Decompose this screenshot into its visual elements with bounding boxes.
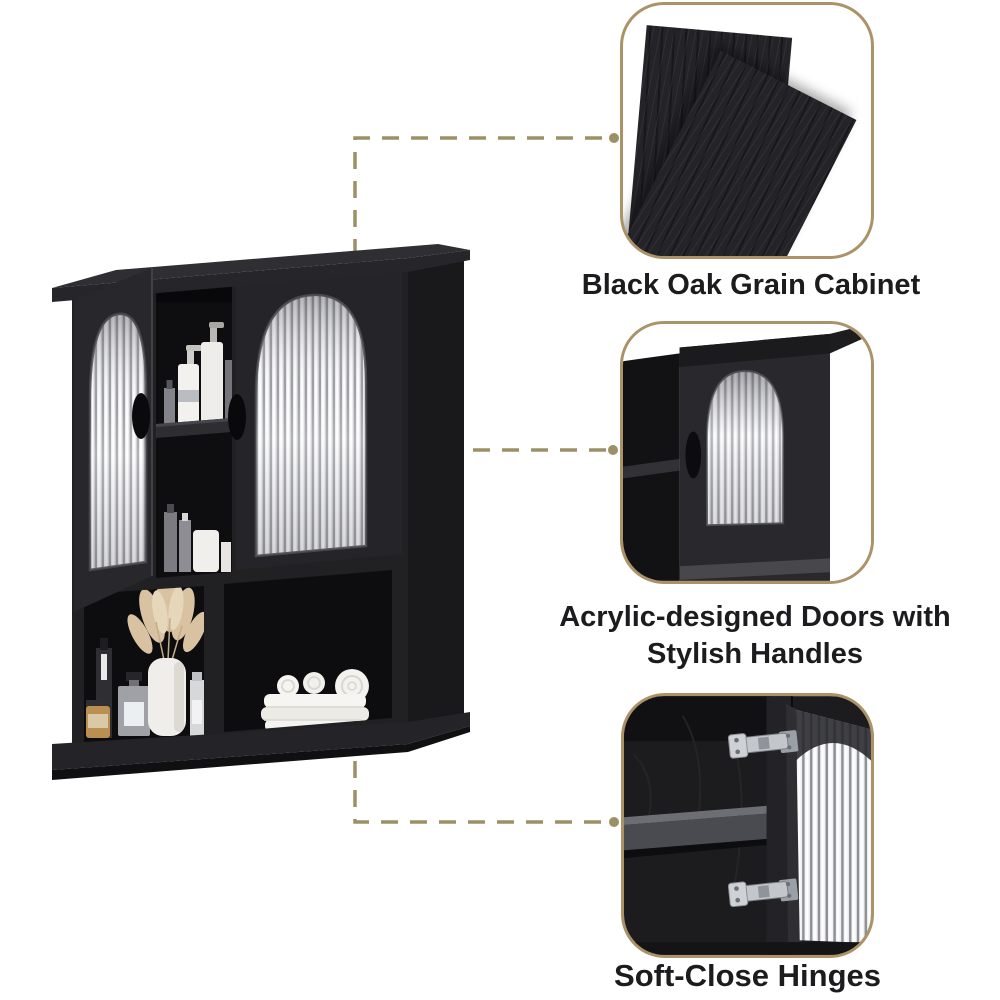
door-handle: [685, 431, 702, 479]
fluted-glass-door: [795, 709, 871, 944]
shelf: [156, 418, 232, 438]
hinge-detail-image: [624, 696, 871, 955]
perfume-bottles: [86, 638, 204, 738]
toiletry-bottles-upper: [164, 322, 232, 425]
lower-cubby-left: [84, 586, 204, 748]
left-cabinet-door: [74, 268, 153, 612]
door-handle: [228, 394, 246, 440]
cabinet-shelf: [624, 805, 771, 859]
cabinet-product-photo: [52, 244, 470, 780]
lower-cubby-right: [224, 570, 392, 732]
crown-molding: [52, 244, 470, 302]
connector-dot: [608, 445, 618, 455]
soft-close-hinge: [727, 730, 799, 759]
connector-line-top: [353, 136, 610, 256]
callout-card-black-oak-grain: [620, 2, 874, 259]
towel-stack: [261, 669, 369, 732]
connector-dot: [609, 133, 619, 143]
callout-label-black-oak-grain: Black Oak Grain Cabinet: [581, 269, 921, 301]
callout-label-acrylic-doors: Acrylic-designed Doors with Stylish Hand…: [559, 601, 951, 670]
base-molding: [52, 712, 470, 780]
soft-close-hinge: [727, 878, 799, 908]
door-detail-image: [623, 324, 871, 581]
connector-dot: [609, 817, 619, 827]
toiletry-bottles-lower: [164, 504, 231, 572]
callout-label-soft-close-hinges: Soft-Close Hinges: [614, 958, 881, 993]
callout-card-soft-close-hinges: [621, 693, 874, 958]
door-handle: [132, 393, 150, 439]
open-shelf-column: [156, 282, 232, 578]
cabinet-side-panel: [408, 260, 464, 732]
callout-card-acrylic-doors: [620, 321, 874, 584]
right-cabinet-door: [228, 270, 402, 570]
